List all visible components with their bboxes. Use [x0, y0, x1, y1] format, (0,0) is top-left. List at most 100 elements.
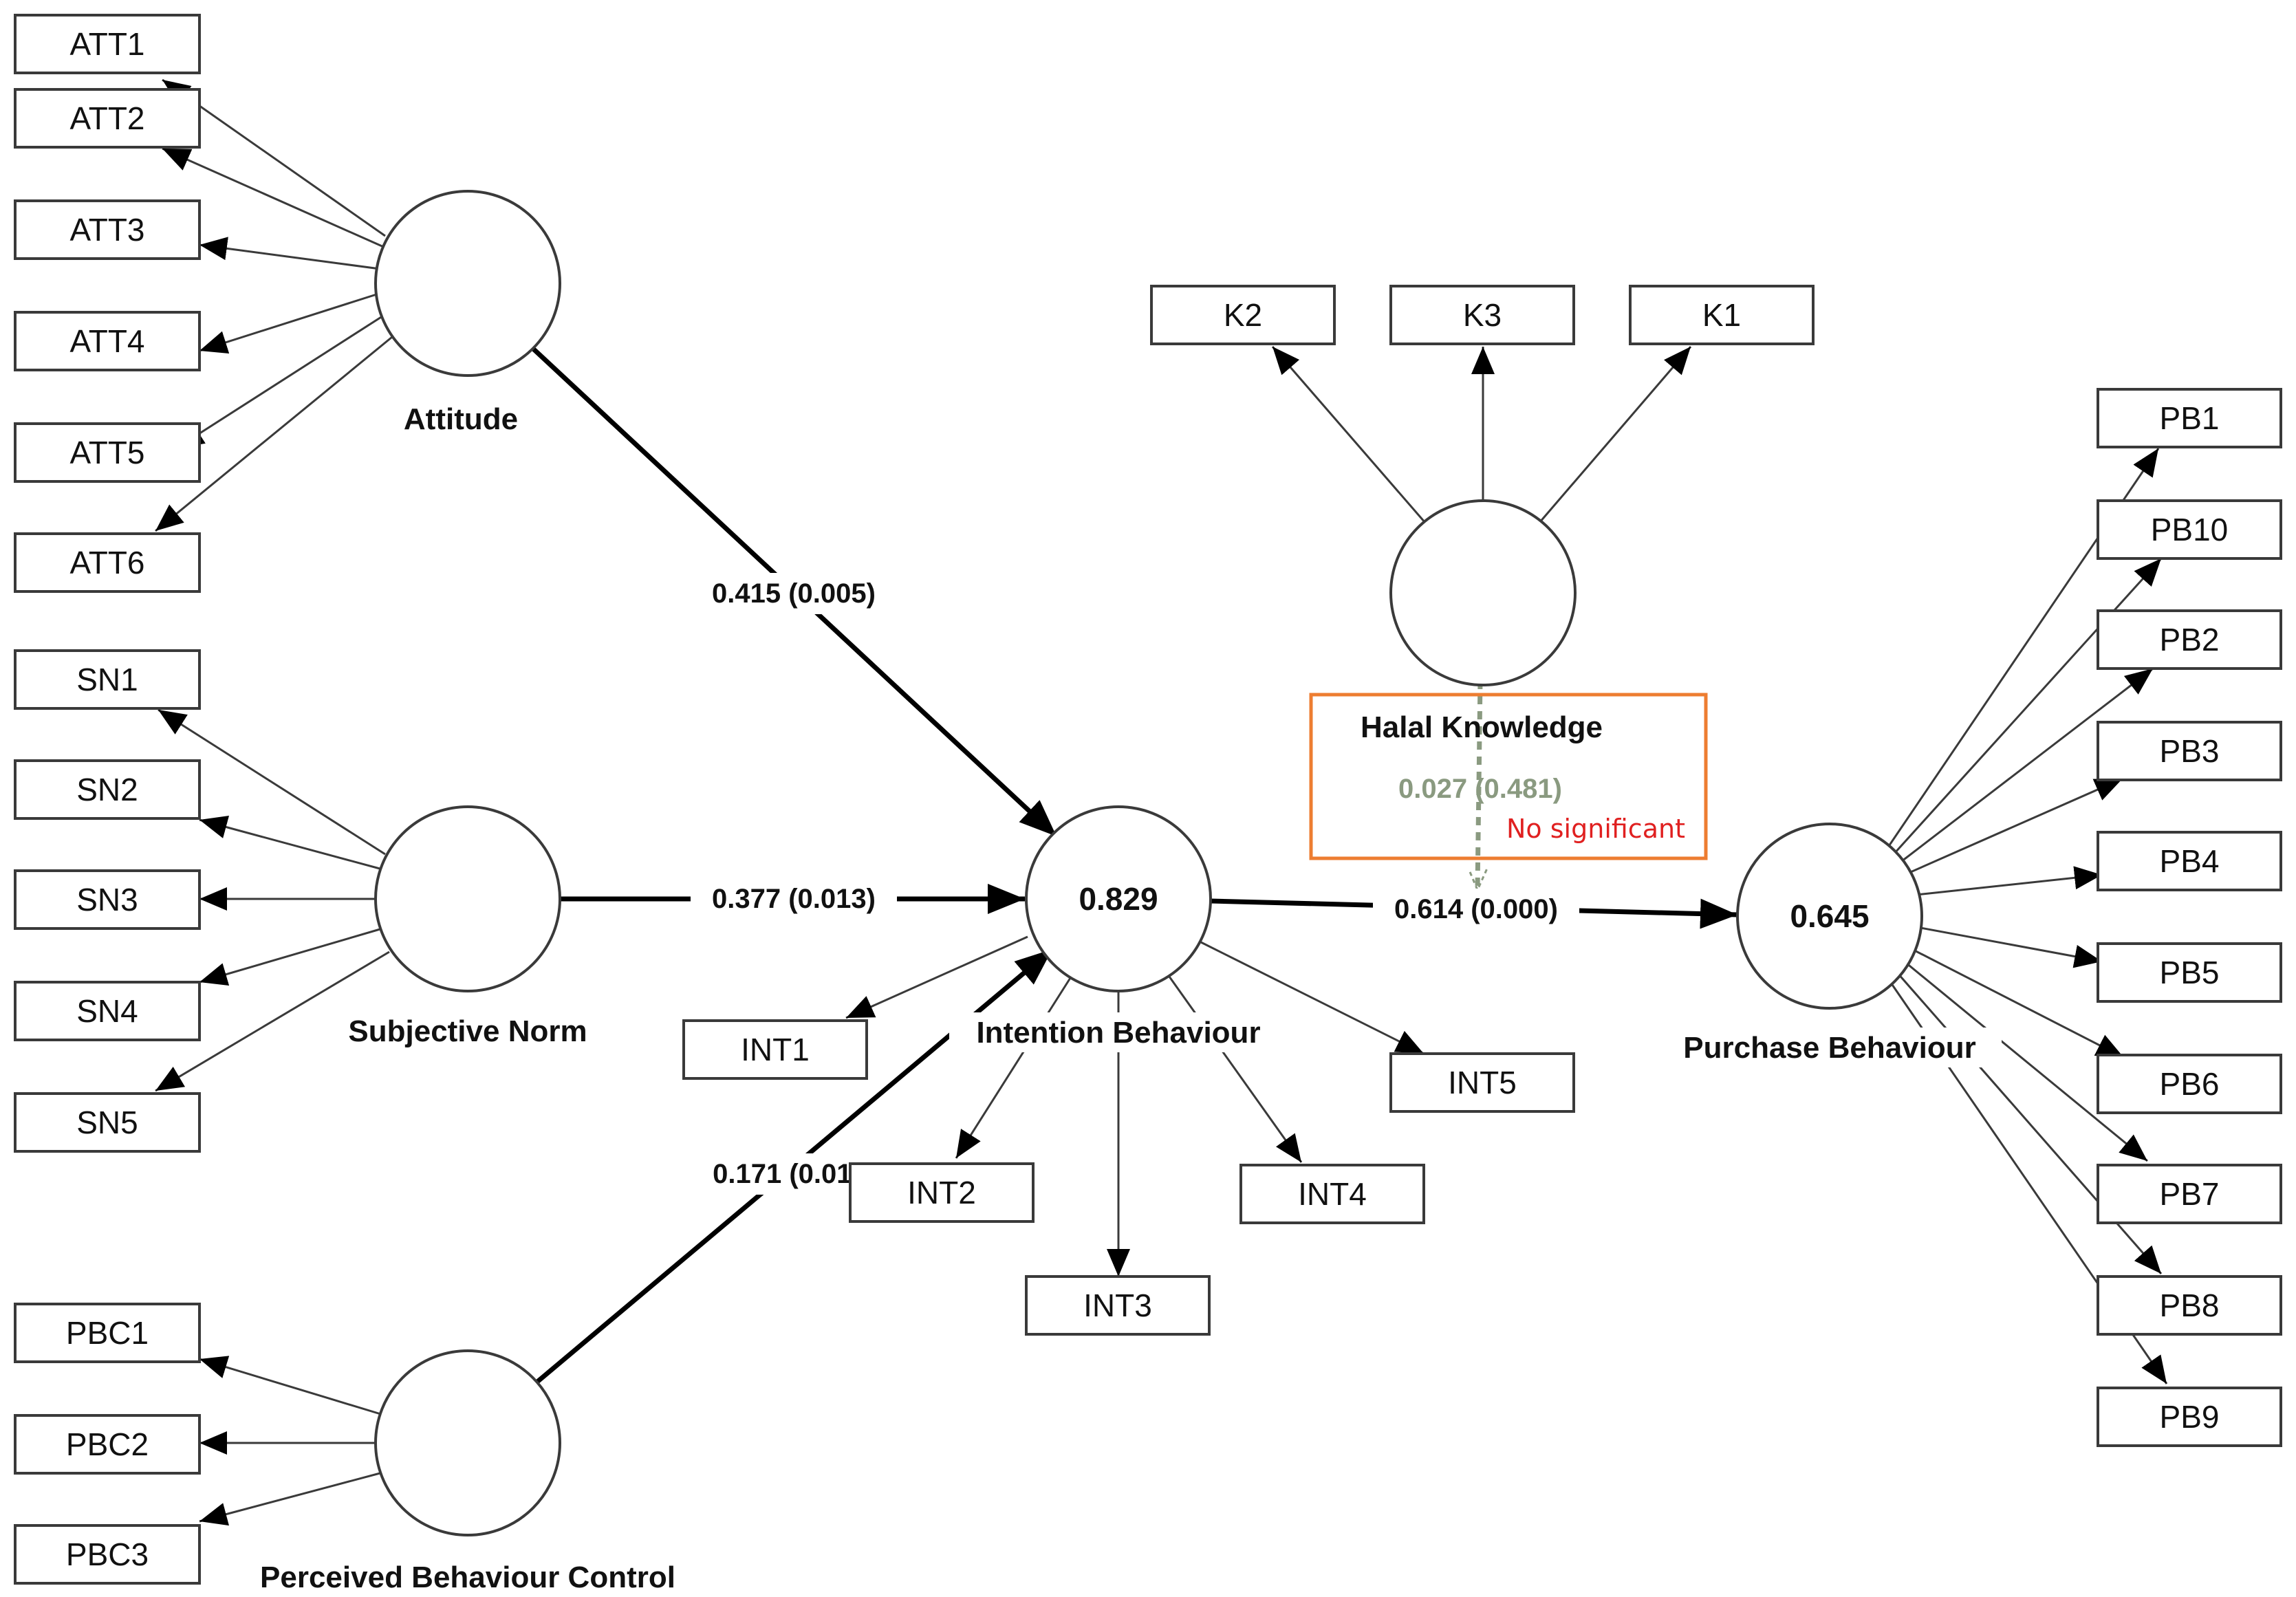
- path-coefficients: 0.415 (0.005) 0.377 (0.013) 0.171 (0.011…: [691, 573, 1579, 1195]
- loading-int5: [1200, 941, 1425, 1055]
- loading-pb5: [1909, 924, 2103, 968]
- loading-k2: [1271, 346, 1427, 523]
- indicator-pb2: PB2: [2097, 609, 2282, 670]
- svg-text:ATT4: ATT4: [69, 323, 144, 359]
- nonsignificant-callout: Halal Knowledge 0.027 (0.481) No signifi…: [1309, 693, 1708, 860]
- indicator-int3: INT3: [1025, 1275, 1211, 1336]
- callout-box: [1309, 693, 1708, 860]
- latent-purchase-behaviour: 0.645 Purchase Behaviour: [1658, 823, 2002, 1067]
- indicator-pb6: PB6: [2097, 1054, 2282, 1114]
- loading-pb6: [1900, 942, 2125, 1059]
- indicator-pbc1: PBC1: [14, 1303, 201, 1363]
- latent-intention-behaviour: 0.829 Intention Behaviour: [949, 805, 1293, 1052]
- indicator-k2: K2: [1150, 285, 1336, 345]
- svg-text:SN4: SN4: [76, 993, 138, 1029]
- coef-attitude-to-intention: 0.415 (0.005): [712, 578, 876, 609]
- loading-att5: [175, 312, 387, 450]
- svg-text:PB1: PB1: [2160, 400, 2220, 436]
- latent-label-intention-behaviour: Intention Behaviour: [976, 1016, 1260, 1050]
- indicator-att3: ATT3: [14, 199, 201, 260]
- loading-sn5: [155, 950, 390, 1092]
- loading-sn1: [158, 708, 386, 856]
- indicator-int2: INT2: [849, 1162, 1035, 1223]
- svg-text:SN1: SN1: [76, 662, 138, 697]
- svg-text:SN5: SN5: [76, 1105, 138, 1140]
- loading-int4: [1168, 976, 1303, 1163]
- indicator-att5: ATT5: [14, 422, 201, 483]
- svg-text:INT5: INT5: [1448, 1065, 1517, 1100]
- svg-text:INT4: INT4: [1298, 1176, 1367, 1212]
- loading-pb4: [1909, 866, 2103, 897]
- svg-text:PB4: PB4: [2160, 843, 2220, 879]
- loading-sn2: [199, 816, 383, 871]
- coef-pbc-to-intention: 0.171 (0.011): [713, 1159, 875, 1189]
- indicator-pb5: PB5: [2097, 942, 2282, 1003]
- indicator-pbc3: PBC3: [14, 1524, 201, 1585]
- loading-k1: [1538, 346, 1692, 523]
- indicator-sn1: SN1: [14, 649, 201, 710]
- svg-text:K1: K1: [1702, 297, 1741, 333]
- indicator-k3: K3: [1389, 285, 1575, 345]
- svg-text:PB9: PB9: [2160, 1399, 2220, 1435]
- coef-subjective-norm-to-intention: 0.377 (0.013): [712, 884, 876, 914]
- svg-text:INT1: INT1: [741, 1032, 810, 1067]
- indicator-pb8: PB8: [2097, 1275, 2282, 1336]
- svg-text:SN2: SN2: [76, 772, 138, 807]
- loading-pb7: [1894, 952, 2148, 1162]
- latent-label-perceived-behaviour-control: Perceived Behaviour Control: [260, 1561, 675, 1594]
- svg-text:PB8: PB8: [2160, 1288, 2220, 1323]
- r2-purchase-behaviour: 0.645: [1790, 898, 1869, 934]
- indicator-sn4: SN4: [14, 981, 201, 1041]
- coef-knowledge-moderation: 0.027 (0.481): [1398, 774, 1562, 804]
- indicator-pb10: PB10: [2097, 499, 2282, 560]
- indicator-att6: ATT6: [14, 532, 201, 593]
- latent-perceived-behaviour-control: Perceived Behaviour Control: [260, 1349, 675, 1594]
- svg-text:K3: K3: [1463, 297, 1502, 333]
- loading-pb2: [1892, 667, 2154, 869]
- indicator-int1: INT1: [682, 1019, 868, 1080]
- indicator-sn3: SN3: [14, 869, 201, 930]
- svg-text:PB2: PB2: [2160, 622, 2220, 658]
- svg-text:ATT5: ATT5: [69, 435, 144, 470]
- svg-text:SN3: SN3: [76, 882, 138, 917]
- loading-pbc1: [199, 1356, 386, 1417]
- indicator-pb9: PB9: [2097, 1387, 2282, 1447]
- svg-text:PBC3: PBC3: [66, 1536, 149, 1572]
- loading-int1: [845, 935, 1028, 1019]
- latent-label-attitude: Attitude: [404, 402, 518, 436]
- svg-text:PB3: PB3: [2160, 733, 2220, 769]
- indicator-pb1: PB1: [2097, 388, 2282, 448]
- indicator-pbc2: PBC2: [14, 1414, 201, 1475]
- latent-subjective-norm: Subjective Norm: [348, 805, 587, 1048]
- loading-att4: [199, 290, 386, 354]
- indicator-int4: INT4: [1239, 1164, 1425, 1224]
- svg-text:INT2: INT2: [907, 1175, 976, 1210]
- indicator-pb4: PB4: [2097, 831, 2282, 891]
- indicator-att1: ATT1: [14, 14, 201, 74]
- no-significant-note: No significant: [1506, 814, 1685, 844]
- latent-attitude: Attitude: [374, 190, 561, 436]
- loading-pb8: [1886, 961, 2163, 1274]
- loading-sn4: [199, 927, 383, 986]
- svg-text:K2: K2: [1224, 297, 1262, 333]
- latent-halal-knowledge: [1389, 499, 1577, 686]
- svg-text:PBC1: PBC1: [66, 1315, 149, 1351]
- latent-label-halal-knowledge: Halal Knowledge: [1361, 710, 1603, 744]
- indicator-pb3: PB3: [2097, 721, 2282, 781]
- indicator-k1: K1: [1629, 285, 1815, 345]
- svg-text:ATT6: ATT6: [69, 545, 144, 580]
- svg-text:ATT1: ATT1: [69, 26, 144, 62]
- indicator-att2: ATT2: [14, 88, 201, 149]
- latent-label-subjective-norm: Subjective Norm: [348, 1014, 587, 1048]
- latent-label-purchase-behaviour: Purchase Behaviour: [1683, 1031, 1976, 1065]
- svg-text:PBC2: PBC2: [66, 1426, 149, 1462]
- coef-intention-to-purchase: 0.614 (0.000): [1394, 894, 1558, 924]
- indicator-sn5: SN5: [14, 1092, 201, 1153]
- svg-text:INT3: INT3: [1083, 1288, 1152, 1323]
- svg-text:PB7: PB7: [2160, 1176, 2220, 1212]
- indicator-pb7: PB7: [2097, 1164, 2282, 1224]
- svg-text:ATT2: ATT2: [69, 100, 144, 136]
- r2-intention-behaviour: 0.829: [1079, 881, 1158, 917]
- svg-text:PB5: PB5: [2160, 955, 2220, 990]
- indicator-int5: INT5: [1389, 1052, 1575, 1113]
